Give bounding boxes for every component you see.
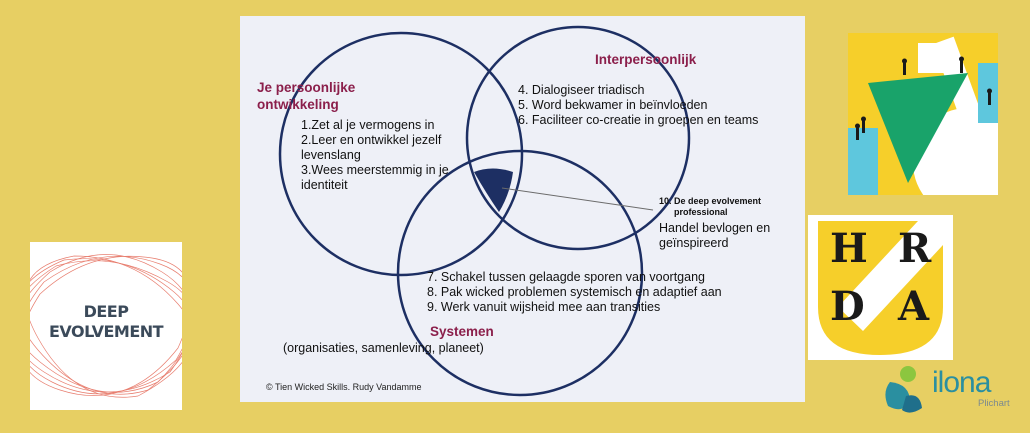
list-item: 2.Leer en ontwikkel jezelf levenslang bbox=[301, 133, 442, 162]
deep-logo-line2: EVOLVEMENT bbox=[48, 322, 164, 341]
list-item: 6. Faciliteer co-creatie in groepen en t… bbox=[518, 113, 759, 127]
hrda-letter-d: D bbox=[830, 283, 865, 330]
center-heading: 10. De deep evolvement professional bbox=[659, 196, 799, 218]
venn-diagram-slide: Je persoonlijke ontwikkeling 1.Zet al je… bbox=[240, 16, 805, 402]
center-text-line2: geïnspireerd bbox=[659, 236, 729, 250]
center-text: Handel bevlogen en geïnspireerd bbox=[659, 221, 770, 251]
connector-line bbox=[501, 187, 654, 211]
hrda-letter-h: H bbox=[830, 225, 868, 272]
interpersonal-list: 4. Dialogiseer triadisch 5. Word bekwame… bbox=[518, 83, 798, 128]
circle-systems bbox=[396, 149, 644, 397]
systems-subtitle: (organisaties, samenleving, planeet) bbox=[283, 341, 484, 355]
abstract-artwork-image bbox=[848, 33, 998, 195]
wave-pattern-graphic bbox=[30, 254, 182, 398]
ilona-sub: Plichart bbox=[978, 398, 1010, 409]
ilona-figure-icon bbox=[885, 366, 922, 413]
artwork-graphic bbox=[848, 36, 998, 195]
interpersonal-heading: Interpersoonlijk bbox=[595, 52, 697, 67]
center-heading-line1: 10. De deep evolvement bbox=[659, 196, 762, 206]
deep-evolvement-logo: DEEP EVOLVEMENT bbox=[30, 242, 182, 410]
list-item: 5. Word bekwamer in beïnvloeden bbox=[518, 98, 708, 112]
hrda-letter-a: A bbox=[898, 283, 930, 330]
list-item: 8. Pak wicked problemen systemisch en ad… bbox=[427, 285, 722, 299]
hrda-shield-graphic bbox=[818, 221, 943, 355]
list-item: 4. Dialogiseer triadisch bbox=[518, 83, 645, 97]
credit-text: © Tien Wicked Skills. Rudy Vandamme bbox=[266, 382, 422, 392]
hrda-logo: H R D A bbox=[808, 215, 953, 360]
center-heading-line2: professional bbox=[674, 207, 728, 217]
systems-heading: Systemen bbox=[430, 324, 494, 339]
list-item: 3.Wees meerstemmig in je identiteit bbox=[301, 163, 449, 192]
ilona-name: ilona bbox=[932, 366, 991, 399]
personal-list: 1.Zet al je vermogens in 2.Leer en ontwi… bbox=[301, 118, 476, 193]
systems-list: 7. Schakel tussen gelaagde sporen van vo… bbox=[427, 270, 797, 315]
center-intersection bbox=[474, 168, 513, 212]
deep-logo-line1: DEEP bbox=[83, 302, 129, 321]
circle-interpersonal bbox=[465, 25, 691, 251]
list-item: 9. Werk vanuit wijsheid mee aan transiti… bbox=[427, 300, 661, 314]
list-item: 7. Schakel tussen gelaagde sporen van vo… bbox=[427, 270, 705, 284]
hrda-letter-r: R bbox=[898, 225, 932, 272]
personal-heading-line2: ontwikkeling bbox=[257, 97, 339, 112]
circle-personal bbox=[278, 31, 524, 277]
list-item: 1.Zet al je vermogens in bbox=[301, 118, 435, 132]
ilona-plichart-logo: ilona Plichart bbox=[880, 362, 1020, 417]
venn-diagram-graphic bbox=[278, 25, 691, 397]
personal-heading-line1: Je persoonlijke bbox=[257, 80, 356, 95]
center-text-line1: Handel bevlogen en bbox=[659, 221, 771, 235]
personal-heading: Je persoonlijke ontwikkeling bbox=[257, 79, 355, 113]
